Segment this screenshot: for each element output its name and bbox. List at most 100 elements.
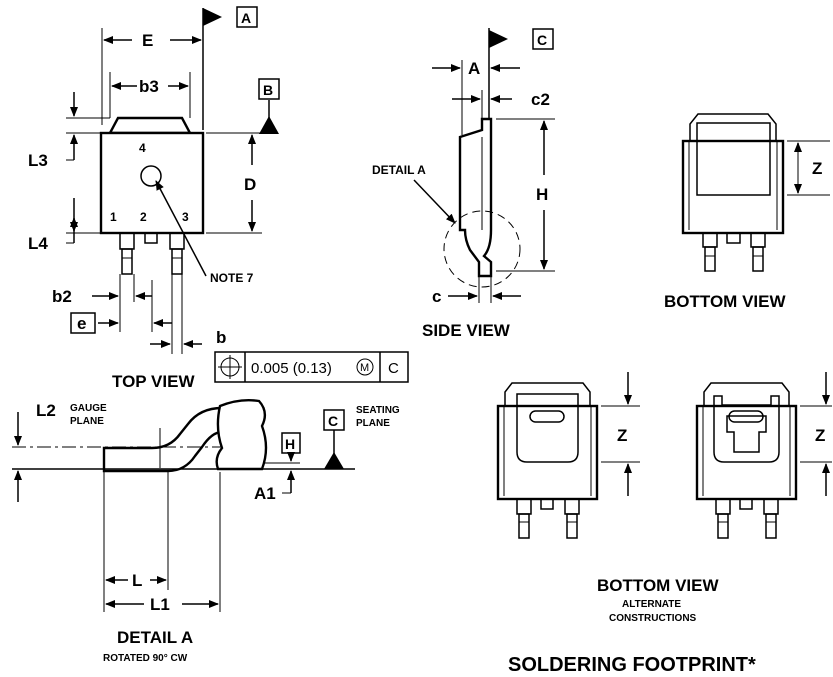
datum-c-label: C (537, 32, 547, 48)
gauge-label-1: GAUGE (70, 403, 107, 414)
datum-h-label: H (285, 436, 295, 452)
dim-l4: L4 (28, 234, 48, 253)
bottom-view: Z BOTTOM VIEW (664, 113, 830, 311)
dim-e-box (70, 312, 96, 334)
bottom-lead-1-upper (702, 232, 718, 248)
dim-d: D (244, 175, 256, 194)
pin-hole (140, 165, 162, 187)
tolerance-value: 0.005 (0.13) (251, 360, 332, 377)
bottom-pad (696, 122, 771, 196)
alt-title: BOTTOM VIEW (597, 576, 719, 595)
bottom-tab-top (689, 113, 777, 141)
note-7: NOTE 7 (210, 271, 254, 285)
datum-c-box (532, 28, 554, 50)
lead-1-upper (119, 232, 135, 250)
dim-l: L (132, 571, 142, 590)
side-view-title: SIDE VIEW (422, 321, 511, 340)
alt1-lead-1-lower (518, 513, 530, 539)
dim-e: E (142, 31, 153, 50)
seating-triangle (324, 452, 344, 469)
dim-c2: c2 (531, 90, 550, 109)
seating-label-1: SEATING (356, 405, 400, 416)
bottom-lead-1-lower (704, 246, 716, 272)
detail-body-break (215, 398, 268, 471)
alt2-z-label: Z (815, 426, 825, 445)
lead-3-lower (171, 248, 183, 275)
tolerance-frame: 0.005 (0.13) M C (214, 351, 409, 383)
side-view: C A c2 H DETAIL A c SIDE VIEW (372, 28, 555, 340)
detail-a-subtitle: ROTATED 90° CW (103, 653, 188, 664)
alt1-tab (504, 382, 591, 406)
dim-l1: L1 (150, 595, 170, 614)
alt2-pad-outer (713, 395, 780, 463)
note-7-leader (155, 180, 207, 277)
dim-l3: L3 (28, 151, 48, 170)
alt2-tab (703, 382, 790, 406)
bottom-lead-3-lower (752, 246, 764, 272)
alt1-lead-3-lower (566, 513, 578, 539)
alt-subtitle-1: ALTERNATE (622, 599, 681, 610)
alt1-slot (529, 410, 565, 423)
pin-1-label: 1 (110, 210, 117, 224)
seating-c-label: C (328, 413, 338, 429)
alt2-lead-3-upper (763, 498, 779, 515)
alt2-lead-1-lower (717, 513, 729, 539)
gauge-label-2: PLANE (70, 416, 104, 427)
mmc-symbol (356, 358, 374, 376)
alternate-constructions: Z Z BOTTOM VIEW ALTERNATE CONSTRUCTIONS (496, 372, 832, 624)
pin-4-label: 4 (139, 141, 146, 155)
datum-a-flag (203, 8, 222, 26)
tolerance-modifier: M (360, 362, 369, 374)
datum-b-triangle (259, 116, 279, 134)
dim-a1: A1 (254, 484, 276, 503)
detail-a-callout: DETAIL A (372, 163, 426, 177)
detail-lead (102, 406, 224, 473)
lead-2-stub (144, 232, 158, 244)
datum-b-label: B (263, 82, 273, 98)
bottom-body (681, 139, 785, 235)
datum-b-box (258, 78, 280, 100)
soldering-footprint-title: SOLDERING FOOTPRINT* (508, 654, 756, 676)
alt1-z-label: Z (617, 426, 627, 445)
dim-h: H (536, 185, 548, 204)
datum-c-flag (489, 30, 508, 48)
detail-a-leader (413, 179, 456, 224)
package-body (99, 131, 205, 235)
alt1-lead-1-upper (516, 498, 532, 515)
alt2-lead-1-upper (715, 498, 731, 515)
dim-b3: b3 (139, 77, 159, 96)
pin-3-label: 3 (182, 210, 189, 224)
alt2-slot (728, 410, 764, 423)
alt1-lead-2 (540, 498, 554, 510)
datum-a-label: A (241, 10, 251, 26)
tolerance-datum: C (388, 360, 399, 377)
detail-a-title: DETAIL A (117, 628, 193, 647)
lead-3-upper (169, 232, 185, 250)
dim-l2: L2 (36, 401, 56, 420)
seating-label-2: PLANE (356, 418, 390, 429)
side-profile (458, 117, 493, 278)
dim-a: A (468, 59, 480, 78)
detail-a: L2 GAUGE PLANE H C SEATING PLANE A1 L L1… (12, 398, 400, 664)
alt1-pad (516, 393, 579, 463)
alt1-lead-3-upper (564, 498, 580, 515)
dim-b2: b2 (52, 287, 72, 306)
bottom-view-title: BOTTOM VIEW (664, 292, 786, 311)
alt2-lead-3-lower (765, 513, 777, 539)
top-view: A E b3 B 4 1 2 3 (28, 6, 409, 391)
alt2-lead-2 (739, 498, 753, 510)
bottom-lead-3-upper (750, 232, 766, 248)
detail-a-circle (443, 210, 521, 288)
datum-a-box (236, 6, 258, 28)
dim-e-pitch: e (77, 314, 86, 333)
alt-subtitle-2: CONSTRUCTIONS (609, 613, 697, 624)
lead-1-lower (121, 248, 133, 275)
top-view-title: TOP VIEW (112, 372, 195, 391)
dim-b: b (216, 328, 226, 347)
tab-outline (108, 116, 192, 135)
pin-2-label: 2 (140, 210, 147, 224)
alt1-body (496, 404, 599, 501)
bottom-z-label: Z (812, 159, 822, 178)
bottom-lead-2 (726, 232, 741, 244)
